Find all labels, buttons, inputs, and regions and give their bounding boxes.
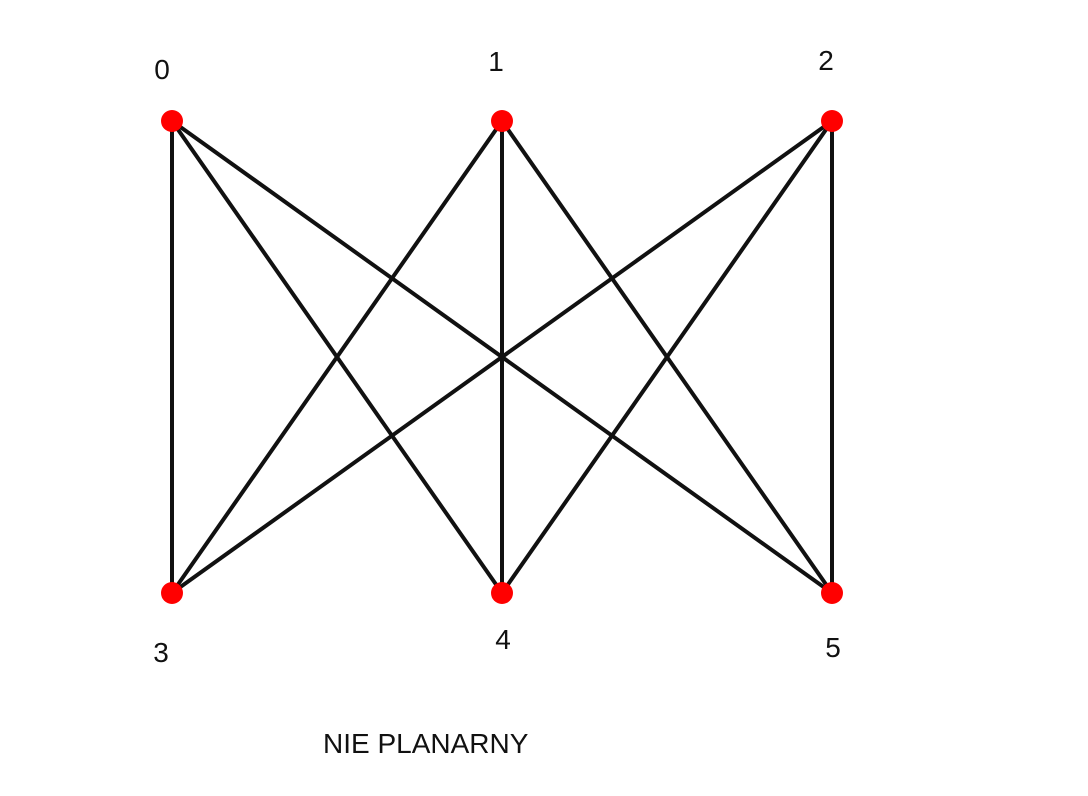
node-3 bbox=[161, 582, 183, 604]
edge-2-3 bbox=[170, 119, 834, 595]
node-label-4: 4 bbox=[495, 624, 511, 655]
node-label-2: 2 bbox=[818, 45, 834, 76]
node-labels-layer: 0 1 2 3 4 5 bbox=[153, 45, 841, 668]
node-0 bbox=[161, 110, 183, 132]
node-label-1: 1 bbox=[488, 46, 504, 77]
node-4 bbox=[491, 582, 513, 604]
edge-1-3 bbox=[170, 119, 504, 595]
node-label-3: 3 bbox=[153, 637, 169, 668]
node-5 bbox=[821, 582, 843, 604]
graph-caption: NIE PLANARNY bbox=[323, 728, 529, 759]
node-label-0: 0 bbox=[154, 54, 170, 85]
nodes-layer bbox=[161, 110, 843, 604]
edges-layer bbox=[170, 119, 834, 595]
edge-2-4 bbox=[500, 119, 834, 595]
node-1 bbox=[491, 110, 513, 132]
node-2 bbox=[821, 110, 843, 132]
node-label-5: 5 bbox=[825, 632, 841, 663]
